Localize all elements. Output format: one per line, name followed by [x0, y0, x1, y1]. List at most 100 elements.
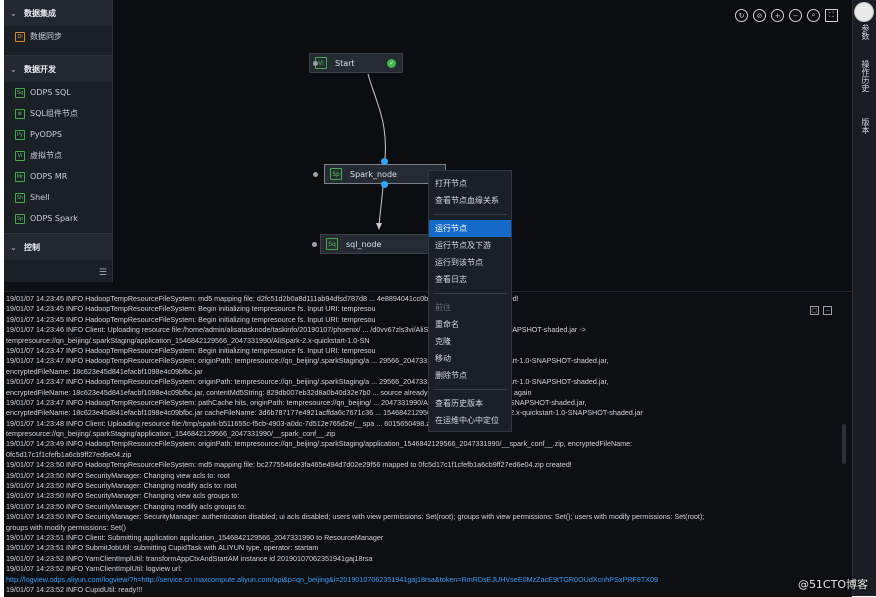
sidebar-section-control[interactable]: ⌄ 控制: [4, 233, 112, 260]
zoom-in-icon[interactable]: +: [771, 9, 784, 22]
log-line: tempresource://qn_beijing/.sparkStaging/…: [6, 429, 336, 439]
sidebar-section-data-integration[interactable]: ⌄ 数据集成: [4, 0, 112, 26]
right-tab-params[interactable]: 参数: [853, 24, 876, 43]
right-tab-label: 版本: [861, 118, 870, 134]
sidebar-item-odps-sql[interactable]: Sq ODPS SQL: [4, 82, 112, 103]
menu-view-log[interactable]: 查看日志: [435, 275, 467, 284]
logview-link[interactable]: http://logview.odps.aliyun.com/logview/?…: [6, 574, 659, 584]
node-label: sql_node: [346, 239, 382, 249]
menu-delete-node[interactable]: 删除节点: [435, 371, 467, 380]
zoom-out-icon[interactable]: −: [789, 9, 802, 22]
pyodps-node-icon: Py: [15, 129, 25, 140]
sidebar-item-label: ODPS Spark: [30, 214, 78, 223]
log-scrollbar[interactable]: [842, 424, 846, 464]
ide-window: ⌄ 数据集成 Di 数据同步 ⌄ 数据开发 Sq ODPS SQL ⚙ SQL组…: [4, 0, 852, 597]
log-line: 19/01/07 14:23:49 INFO HadoopTempResourc…: [6, 439, 633, 449]
log-line: 19/01/07 14:23:45 INFO HadoopTempResourc…: [6, 294, 519, 303]
canvas-toolbar: ↻ ⊘ + − ⌕ ⛶: [735, 9, 838, 22]
sidebar-item-label: 数据同步: [30, 32, 62, 41]
odps-mr-node-icon: Mr: [15, 171, 25, 182]
sidebar-item-odps-mr[interactable]: Mr ODPS MR: [4, 166, 112, 187]
refresh-icon[interactable]: ↻: [735, 9, 748, 22]
log-line: encryptedFileName: 18c623e45d841efacbf10…: [6, 408, 643, 418]
menu-locate-in-ops-center[interactable]: 在运维中心中定位: [435, 416, 499, 425]
sidebar-item-label: ODPS SQL: [30, 88, 71, 97]
node-label: Spark_node: [350, 169, 397, 179]
menu-divider: [433, 389, 507, 390]
sidebar-item-label: ODPS MR: [30, 172, 68, 181]
menu-run-node[interactable]: 运行节点: [429, 220, 511, 237]
node-port[interactable]: [313, 61, 318, 66]
spark-node-icon: Sp: [330, 168, 342, 180]
watermark: @51CTO博客: [797, 578, 868, 591]
log-line: 19/01/07 14:23:50 INFO SecurityManager: …: [6, 512, 705, 522]
sidebar-item-odps-spark[interactable]: Sp ODPS Spark: [4, 208, 112, 229]
search-icon[interactable]: ⌕: [807, 9, 820, 22]
log-line: 19/01/07 14:23:50 INFO HadoopTempResourc…: [6, 460, 572, 470]
menu-run-to-node[interactable]: 运行到该节点: [435, 258, 483, 267]
log-line: 19/01/07 14:23:52 INFO YarnClientImplUti…: [6, 564, 182, 574]
sidebar-item-virtual-node[interactable]: Vi 虚拟节点: [4, 145, 112, 166]
log-line: 19/01/07 14:23:50 INFO SecurityManager: …: [6, 481, 237, 491]
sidebar-item-pyodps[interactable]: Py PyODPS: [4, 124, 112, 145]
chevron-down-icon: ⌄: [10, 8, 17, 18]
menu-rename[interactable]: 重命名: [435, 320, 459, 329]
odps-sql-node-icon: Sq: [15, 87, 25, 98]
log-line: 19/01/07 14:23:47 INFO HadoopTempResourc…: [6, 345, 376, 355]
odps-spark-node-icon: Sp: [15, 213, 25, 224]
data-sync-node-icon: Di: [15, 31, 25, 42]
maximize-panel-icon[interactable]: ▢: [810, 306, 819, 315]
collapse-sidebar-icon[interactable]: ☰: [98, 268, 107, 278]
log-line: groups with modify permissions: Set(): [6, 522, 126, 532]
log-line: 19/01/07 14:23:48 INFO Client: Uploading…: [6, 418, 444, 428]
menu-divider: [433, 214, 507, 215]
menu-goto: 前往: [435, 303, 451, 312]
section-label: 数据开发: [24, 64, 56, 74]
sidebar-section-data-development[interactable]: ⌄ 数据开发: [4, 55, 112, 82]
menu-open-node[interactable]: 打开节点: [435, 179, 467, 188]
log-line: 19/01/07 14:23:50 INFO SecurityManager: …: [6, 470, 230, 480]
chevron-down-icon: ⌄: [10, 64, 17, 74]
log-line: 19/01/07 14:23:51 INFO SubmitJobUtil: su…: [6, 543, 319, 553]
minimize-panel-icon[interactable]: −: [823, 306, 832, 315]
virtual-node-icon: Vi: [15, 150, 25, 161]
sidebar-item-label: SQL组件节点: [30, 109, 78, 118]
node-sql[interactable]: Sq sql_node: [320, 234, 430, 254]
node-connections: [367, 73, 386, 230]
log-lines: 19/01/07 14:23:45 INFO HadoopTempResourc…: [6, 294, 836, 595]
avatar[interactable]: [854, 2, 874, 22]
fullscreen-icon[interactable]: ⛶: [825, 9, 838, 22]
spacer: [4, 47, 112, 55]
right-tab-label: 操作历史: [861, 60, 870, 92]
node-start[interactable]: Vi Start ✓: [309, 53, 403, 73]
menu-view-lineage[interactable]: 查看节点血缘关系: [435, 196, 499, 205]
node-context-menu: 打开节点 查看节点血缘关系 运行节点 运行节点及下游 运行到该节点 查看日志 前…: [428, 170, 512, 432]
node-port[interactable]: [312, 242, 317, 247]
sidebar-item-shell[interactable]: Sh Shell: [4, 187, 112, 208]
node-palette-sidebar: ⌄ 数据集成 Di 数据同步 ⌄ 数据开发 Sq ODPS SQL ⚙ SQL组…: [4, 0, 113, 282]
node-port[interactable]: [313, 172, 318, 177]
menu-clone[interactable]: 克隆: [435, 337, 451, 346]
node-output-port[interactable]: [381, 181, 388, 188]
edge-start-to-spark: [367, 73, 386, 159]
log-line: encryptedFileName: 18c623e45d841efacbf10…: [6, 366, 203, 376]
sidebar-item-sql-component[interactable]: ⚙ SQL组件节点: [4, 103, 112, 124]
section-label: 数据集成: [24, 8, 56, 18]
menu-view-history[interactable]: 查看历史版本: [435, 399, 483, 408]
right-tab-history[interactable]: 操作历史: [853, 60, 876, 95]
shell-node-icon: Sh: [15, 192, 25, 203]
section-label: 控制: [24, 242, 40, 252]
log-line: 19/01/07 14:23:47 INFO HadoopTempResourc…: [6, 397, 587, 407]
auto-layout-icon[interactable]: ⊘: [753, 9, 766, 22]
log-line: encryptedFileName: 18c623e45d841efacbf10…: [6, 387, 532, 397]
node-input-port[interactable]: [381, 158, 388, 165]
right-tab-version[interactable]: 版本: [853, 118, 876, 137]
menu-move[interactable]: 移动: [435, 354, 451, 363]
log-panel-controls: ▢ −: [810, 306, 832, 315]
log-line: 0fc5d17c1f1cfefb1a6cb9ff27ed6e04.zip: [6, 449, 132, 459]
log-line: 19/01/07 14:23:50 INFO SecurityManager: …: [6, 501, 247, 511]
node-label: Start: [335, 58, 355, 68]
sidebar-item-data-sync[interactable]: Di 数据同步: [4, 26, 112, 47]
menu-run-node-downstream[interactable]: 运行节点及下游: [435, 241, 491, 250]
edge-arrowhead: [376, 223, 382, 230]
